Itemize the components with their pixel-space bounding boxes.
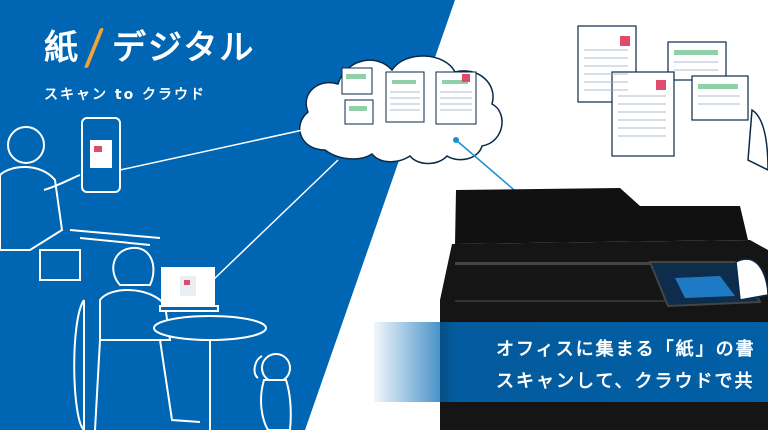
- cloud-icon: [298, 55, 503, 165]
- title-word-digital: デジタル: [112, 28, 256, 68]
- person-phone-illustration: [0, 126, 161, 281]
- hero-subtitle: スキャン to クラウド: [44, 87, 207, 103]
- connection-lines: [119, 127, 339, 281]
- title-word-paper: 紙: [44, 28, 80, 68]
- hero-title-main: 紙 デジタル: [44, 28, 255, 68]
- smartphone-icon: [81, 117, 121, 193]
- banner-line-1: オフィスに集まる「紙」の書: [496, 339, 756, 360]
- dog-illustration: [253, 353, 292, 430]
- hero-title: 紙 デジタル スキャン to クラウド: [44, 28, 255, 104]
- message-banner: [374, 322, 768, 402]
- banner-line-2: スキャンして、クラウドで共: [496, 371, 755, 392]
- title-slash: [83, 28, 105, 68]
- paper-documents-illustration: [577, 25, 749, 157]
